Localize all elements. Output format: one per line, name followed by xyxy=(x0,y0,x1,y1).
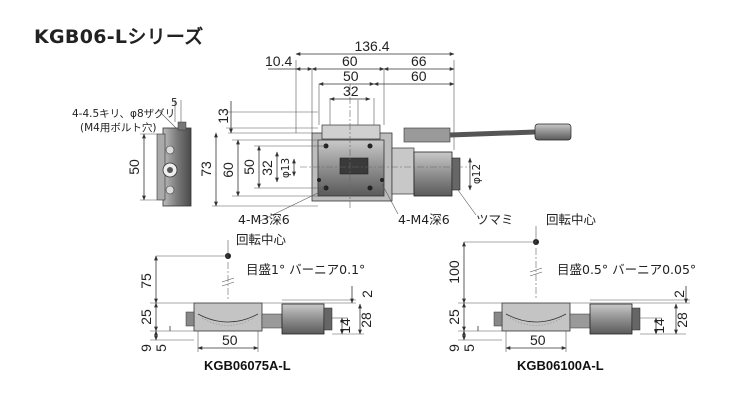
stage-window xyxy=(339,157,369,175)
dim-50-left: 50 xyxy=(241,159,257,175)
label-4-m4: 4-M4深6 xyxy=(398,212,450,227)
dim-height-100: 100 xyxy=(446,260,462,284)
dim-32-left: 32 xyxy=(259,160,275,176)
stage-top-plate xyxy=(321,124,381,140)
dim-28-075: 28 xyxy=(358,312,374,328)
dim-50-top: 50 xyxy=(343,68,359,84)
motor-075 xyxy=(281,303,325,335)
rotation-center-label-100: 回転中心 xyxy=(546,212,597,227)
counterbore-center xyxy=(167,167,173,173)
side-screw xyxy=(177,121,187,131)
hole-note-line2: (M4用ボルト穴) xyxy=(80,121,156,134)
side-knob-100 xyxy=(493,311,503,327)
side-dim-50: 50 xyxy=(126,159,142,175)
hole-note-line1: 4-4.5キリ、φ8ザグリ xyxy=(72,107,175,120)
side-dim-5: 5 xyxy=(171,97,178,109)
motor-end-075 xyxy=(323,307,333,331)
rotation-center-label-075: 回転中心 xyxy=(236,232,287,247)
coupling-100 xyxy=(569,313,591,329)
arc-scale-075 xyxy=(197,313,259,323)
front-view-100: 回転中心 目盛0.5° バーニア0.05° 100 25 9 5 xyxy=(446,212,696,373)
dim-2-075: 2 xyxy=(359,290,375,298)
dim-offset-10-4: 10.4 xyxy=(265,53,292,69)
dim-32-top: 32 xyxy=(343,83,359,99)
bolt-hole xyxy=(165,145,175,155)
dim-28-100: 28 xyxy=(674,312,690,328)
m3-hole xyxy=(367,185,373,191)
series-title: KGB06-Lシリーズ xyxy=(34,26,204,48)
dim-phi13: φ13 xyxy=(280,158,292,178)
motor-body xyxy=(413,151,453,197)
arc-scale-100 xyxy=(505,313,567,323)
model-name-075: KGB06075A-L xyxy=(204,358,291,373)
dim-25-075: 25 xyxy=(138,309,154,325)
label-knob: ツマミ xyxy=(476,212,514,227)
motor-end-100 xyxy=(631,307,641,331)
motor-100 xyxy=(589,303,633,335)
dim-height-075: 75 xyxy=(138,273,154,289)
dim-60-a: 60 xyxy=(342,53,358,69)
goniometer-body-075 xyxy=(193,302,263,332)
top-view: 136.4 10.4 60 66 50 60 32 xyxy=(198,38,572,227)
motor-end xyxy=(451,157,461,191)
goniometer-body-100 xyxy=(501,302,571,332)
label-4-m3: 4-M3深6 xyxy=(238,212,290,227)
gear-block xyxy=(391,147,415,195)
model-name-100: KGB06100A-L xyxy=(517,358,604,373)
cable-clamp xyxy=(403,127,451,143)
dim-9-100: 9 xyxy=(446,344,462,352)
connector xyxy=(534,123,572,141)
dim-66: 66 xyxy=(411,53,427,69)
dim-13: 13 xyxy=(215,108,231,124)
bolt-hole xyxy=(165,185,175,195)
scale-text-100: 目盛0.5° バーニア0.05° xyxy=(557,262,696,277)
coupling-075 xyxy=(261,313,283,329)
dim-2-100: 2 xyxy=(671,290,687,298)
dim-60-b: 60 xyxy=(411,68,427,84)
scale-text-075: 目盛1° バーニア0.1° xyxy=(246,262,365,277)
m4-hole xyxy=(317,178,321,182)
dim-14-100: 14 xyxy=(651,318,667,334)
m4-hole xyxy=(380,178,384,182)
side-knob-075 xyxy=(185,311,195,327)
cable xyxy=(449,129,536,138)
front-view-075: 回転中心 目盛1° バーニア0.1° 75 25 9 5 xyxy=(138,232,375,373)
dim-phi12: φ12 xyxy=(471,164,483,184)
dim-5-075: 5 xyxy=(153,344,169,352)
dim-5-100: 5 xyxy=(461,344,477,352)
dim-25-100: 25 xyxy=(446,309,462,325)
dim-50-075: 50 xyxy=(222,332,238,348)
dim-50-100: 50 xyxy=(530,332,546,348)
dim-14-075: 14 xyxy=(337,318,353,334)
dim-9-075: 9 xyxy=(138,344,154,352)
dim-73: 73 xyxy=(198,161,214,177)
dim-overall-136-4: 136.4 xyxy=(354,38,389,54)
dim-60-left: 60 xyxy=(220,162,236,178)
side-view: 50 5 4-4.5キリ、φ8ザグリ (M4用ボルト穴) xyxy=(72,97,192,207)
m3-hole xyxy=(367,143,373,149)
